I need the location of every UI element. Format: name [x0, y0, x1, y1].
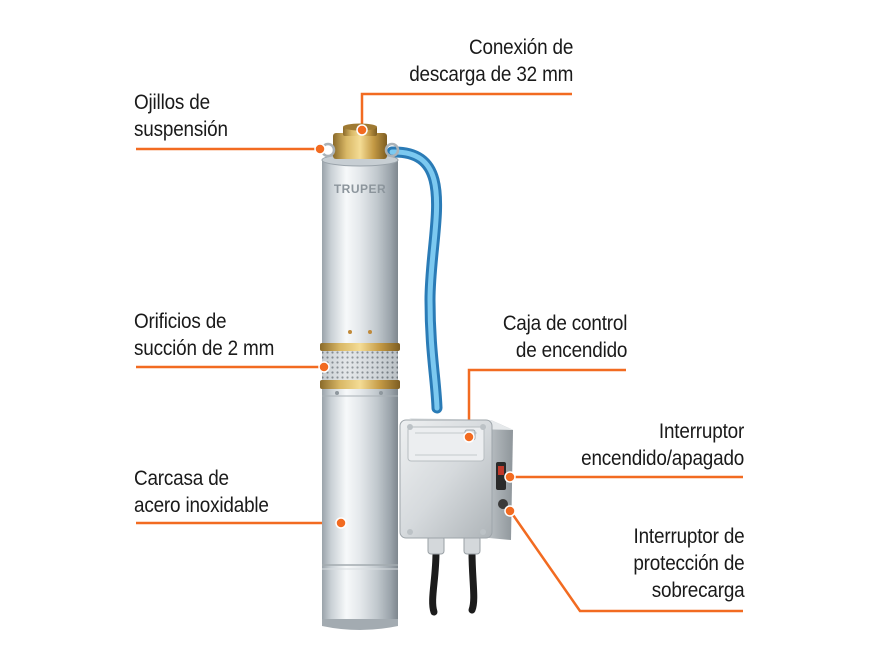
label-conexion: Conexión de descarga de 32 mm [409, 34, 573, 88]
cable-left [429, 548, 440, 616]
dot-conexion [356, 124, 368, 136]
label-proteccion: Interruptor de protección de sobrecarga [633, 523, 744, 604]
label-interruptor-line2: encendido/apagado [581, 447, 744, 470]
label-ojillos-line1: Ojillos de [134, 91, 210, 114]
suspension-eyelet-right [384, 142, 400, 158]
label-conexion-line2: descarga de 32 mm [409, 63, 573, 86]
line-caja [467, 368, 626, 436]
cable-right [468, 548, 478, 614]
label-interruptor-line1: Interruptor [658, 420, 744, 443]
pump-upper-tube [322, 160, 398, 346]
brand-logo: TRUPER [334, 182, 386, 196]
pump-lower-tube [322, 389, 398, 619]
label-carcasa-line2: acero inoxidable [134, 494, 269, 517]
discharge-hose-highlight [389, 149, 440, 411]
brass-discharge-fitting [333, 133, 387, 159]
control-box [399, 418, 513, 616]
callout-lines [136, 92, 743, 613]
brass-ring-lower [320, 380, 400, 389]
label-caja: Caja de control de encendido [502, 310, 628, 364]
label-proteccion-line3: sobrecarga [651, 579, 744, 602]
label-ojillos-line2: suspensión [134, 118, 228, 141]
label-caja-line1: Caja de control [502, 312, 628, 335]
line-proteccion [509, 511, 743, 613]
dot-interruptor [504, 471, 516, 483]
label-carcasa: Carcasa de acero inoxidable [134, 465, 269, 519]
label-ojillos: Ojillos de suspensión [134, 89, 228, 143]
brass-ring-upper [320, 343, 400, 351]
overload-reset-button [498, 499, 508, 509]
label-orificios: Orificios de succión de 2 mm [134, 308, 274, 362]
label-carcasa-line1: Carcasa de [134, 467, 229, 490]
label-proteccion-line2: protección de [632, 552, 744, 575]
dot-caja [463, 431, 475, 443]
label-conexion-line1: Conexión de [468, 36, 573, 59]
dot-proteccion [504, 505, 516, 517]
label-orificios-line2: succión de 2 mm [134, 337, 275, 360]
pump-body: TRUPER [320, 123, 400, 630]
label-caja-line2: de encendido [515, 339, 628, 362]
label-orificios-line1: Orificios de [134, 310, 227, 333]
dot-ojillos [314, 143, 326, 155]
line-conexion [360, 92, 572, 128]
callout-dots [314, 124, 516, 529]
dot-carcasa [335, 517, 347, 529]
label-interruptor: Interruptor encendido/apagado [581, 418, 744, 472]
dot-orificios [318, 361, 330, 373]
label-proteccion-line1: Interruptor de [633, 525, 744, 548]
